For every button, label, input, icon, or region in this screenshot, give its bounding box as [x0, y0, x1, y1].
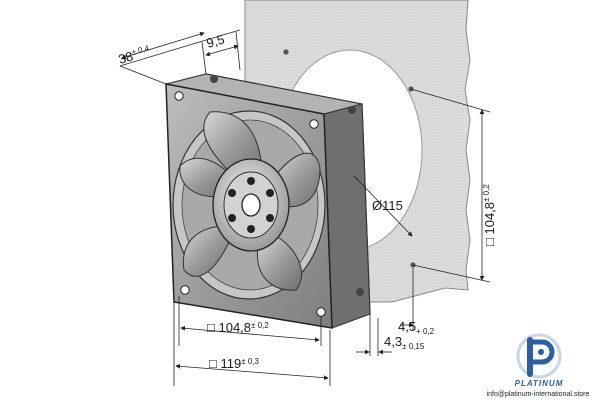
dim-small-group [356, 268, 414, 356]
p-logo-icon [516, 333, 562, 379]
brand-name: PLATINUM [515, 379, 564, 388]
brand-website: info@platinum-international.store [487, 391, 590, 398]
panel-hole-icon [283, 49, 289, 55]
dim-small-2-label: 4,3± 0,15 [384, 334, 425, 351]
dim-flange-label: 9,5 [205, 31, 227, 50]
fan-blade [256, 235, 302, 291]
dim-vertical-group [410, 88, 491, 283]
fan-blade [182, 225, 231, 277]
fan-hub [212, 158, 290, 252]
dim-depth-group [119, 29, 241, 85]
mount-hole-icon [316, 307, 326, 317]
dim-bottom-group [173, 296, 331, 386]
dim-hole-spacing-label: □ 104,8± 0,2 [207, 320, 269, 335]
dim-vertical-label: □ 104,8± 0,2 [482, 184, 497, 246]
dim-diameter-label: Ø115 [372, 198, 403, 213]
mount-hole-icon [174, 91, 184, 101]
dim-depth-label: 38± 0,4 [117, 43, 153, 66]
mount-hole-icon [309, 119, 319, 129]
dim-small-1-label: 4,5+ 0,2 [398, 319, 435, 336]
mount-hole-icon [180, 285, 190, 295]
dim-overall-label: □ 119± 0,3 [209, 356, 260, 371]
dim-diameter-group [353, 175, 413, 237]
